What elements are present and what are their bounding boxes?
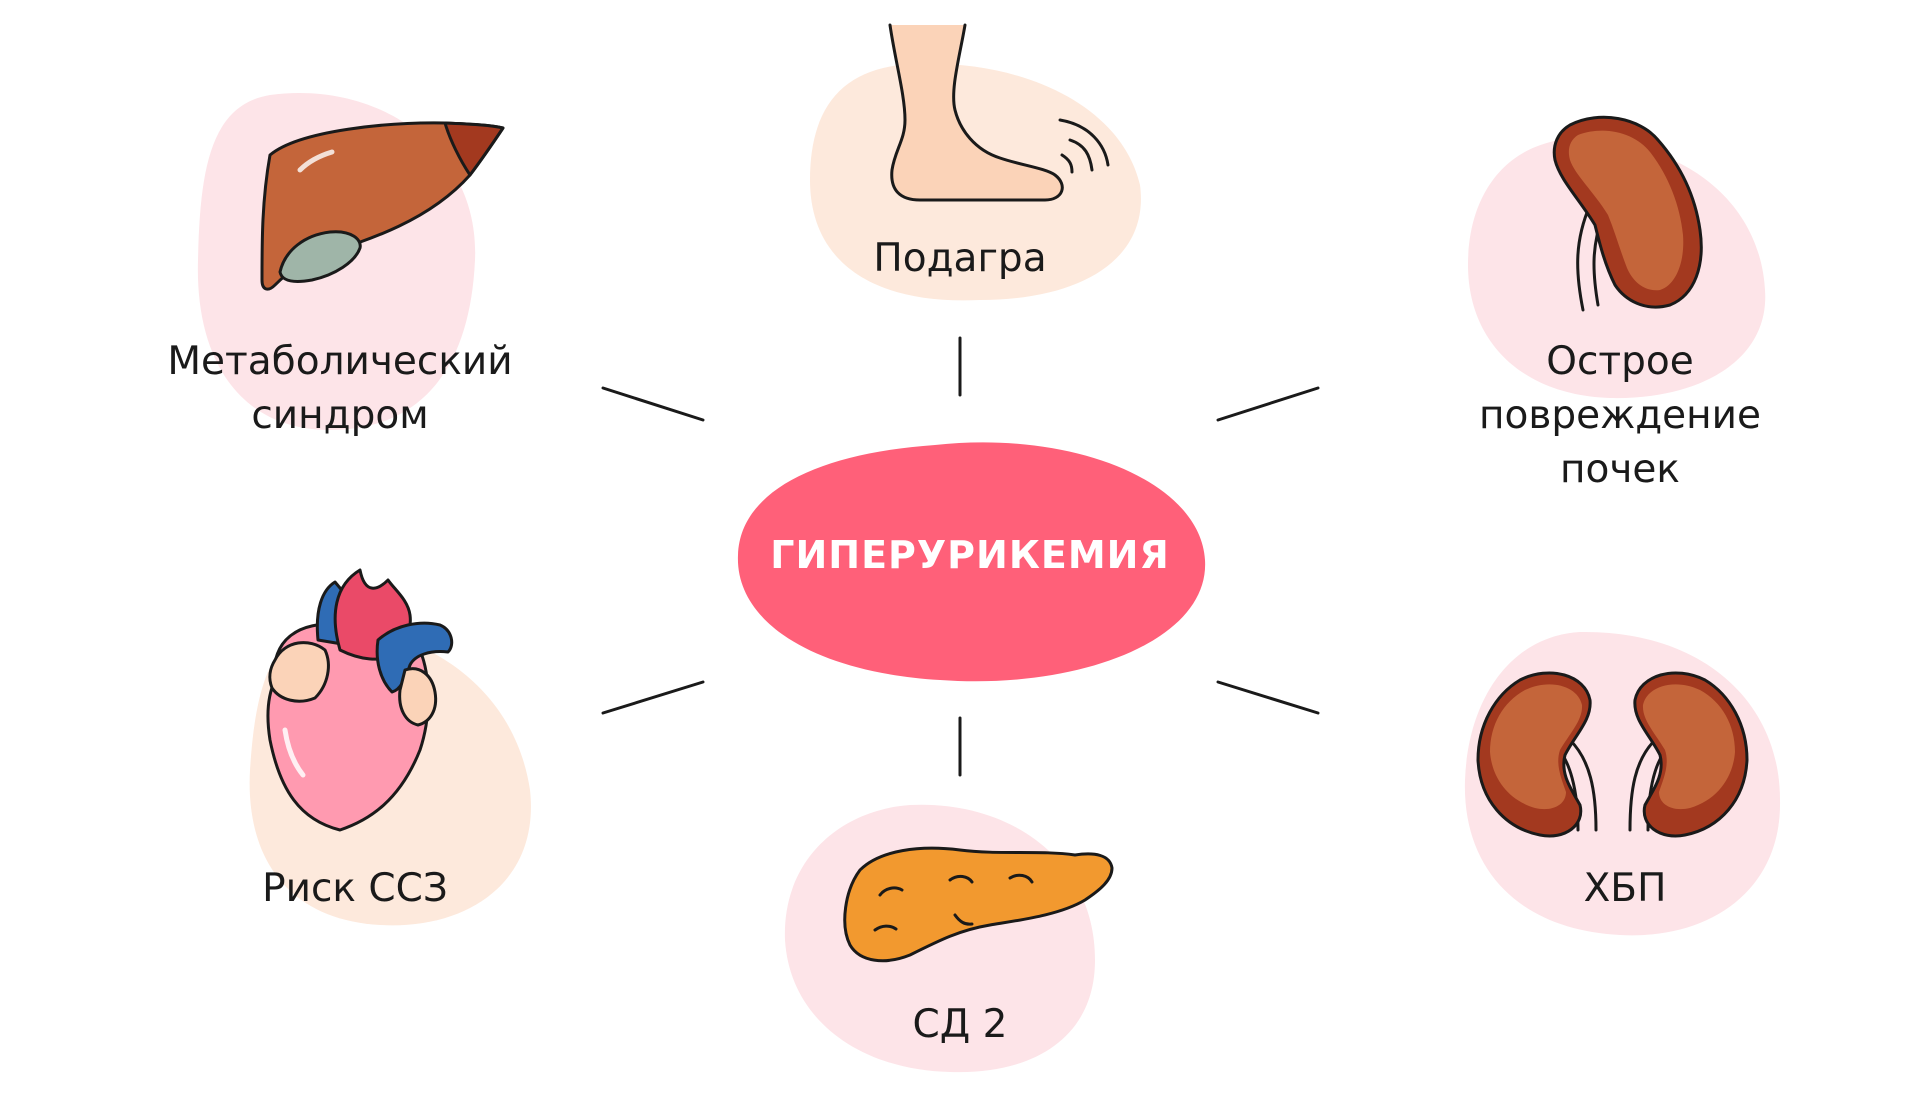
label-aki-line-2: повреждение	[1478, 393, 1762, 438]
label-cvd-text: Риск ССЗ	[262, 866, 448, 911]
label-dm2: СД 2	[810, 998, 1110, 1052]
heart-icon	[266, 568, 454, 832]
label-ckd: ХБП	[1475, 862, 1775, 916]
label-dm2-text: СД 2	[912, 1002, 1008, 1047]
label-ckd-text: ХБП	[1583, 866, 1667, 911]
label-gout-text: Подагра	[873, 236, 1047, 281]
connector-aki	[1216, 386, 1320, 422]
label-aki-line-1: Острое	[1546, 339, 1694, 384]
label-metabolic: Метаболический синдром	[140, 335, 540, 443]
kidneys-pair-icon	[1476, 671, 1749, 838]
label-metabolic-line-1: Метаболический	[167, 339, 513, 384]
liver-icon	[260, 121, 505, 291]
label-metabolic-line-2: синдром	[251, 393, 429, 438]
connector-lines	[601, 336, 1320, 777]
connector-cvd	[601, 680, 705, 715]
kidney-single-icon	[1552, 115, 1703, 312]
connector-ckd	[1216, 680, 1320, 715]
label-aki-line-3: почек	[1560, 447, 1680, 492]
foot-icon	[888, 23, 1110, 202]
center-ellipse	[737, 442, 1206, 682]
label-gout: Подагра	[810, 232, 1110, 286]
pancreas-icon	[843, 846, 1114, 963]
label-cvd: Риск ССЗ	[205, 862, 505, 916]
connector-metabolic	[601, 386, 705, 422]
center-label: ГИПЕРУРИКЕМИЯ	[770, 533, 1170, 577]
label-aki: Острое повреждение почек	[1440, 335, 1800, 497]
